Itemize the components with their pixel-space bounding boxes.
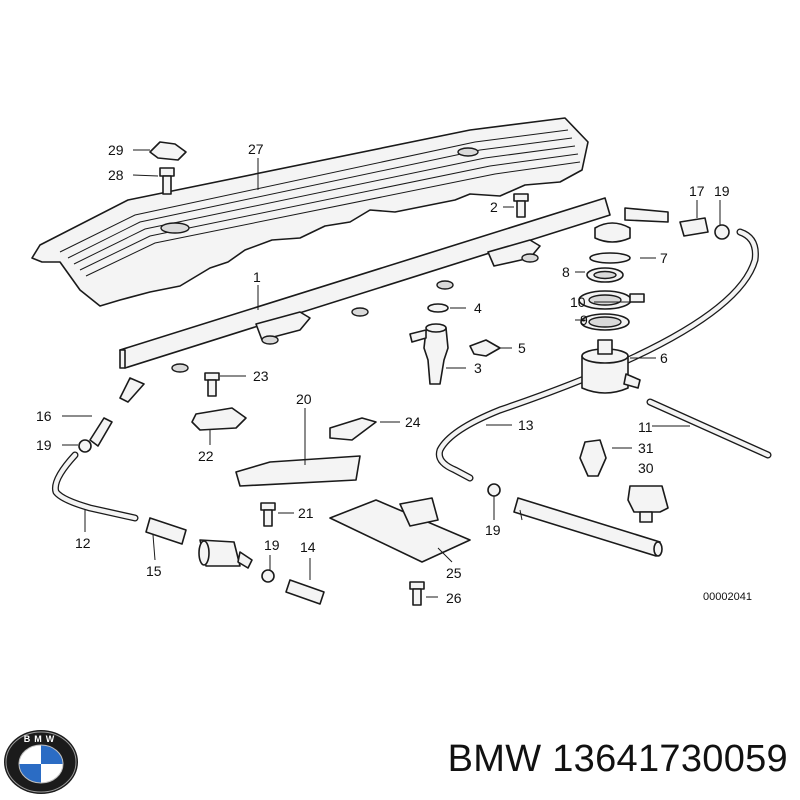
hose-15	[145, 517, 187, 545]
callout-labels: 29 28 27 1 2 17 19 7 8 10 9 6 4 5 3 23 2…	[36, 141, 752, 606]
callout-11: 11	[638, 419, 653, 435]
part-number-caption: BMW 13641730059	[447, 738, 788, 780]
cover-clip	[149, 141, 187, 161]
callout-6: 6	[660, 350, 668, 366]
cover-bolt	[159, 167, 175, 195]
short-hose-17	[679, 217, 709, 237]
callout-4: 4	[474, 300, 482, 316]
callout-19-left: 19	[36, 437, 52, 453]
bmw-logo: BMW	[4, 730, 78, 794]
callout-26: 26	[446, 590, 462, 606]
bracket-20	[235, 455, 361, 487]
diagram-reference-code: 00002041	[703, 591, 752, 603]
clamp-19-bottom	[261, 569, 275, 583]
callout-5: 5	[518, 340, 526, 356]
return-line-13	[435, 228, 759, 482]
pressure-regulator-6	[581, 339, 641, 394]
fuel-rail	[119, 197, 669, 403]
callout-12: 12	[75, 535, 91, 551]
seal-ring-9	[580, 313, 630, 331]
callout-28: 28	[108, 167, 124, 183]
rail-bolt	[513, 193, 529, 218]
callout-19-mid: 19	[485, 522, 501, 538]
clip-30	[627, 485, 669, 523]
callout-24: 24	[405, 414, 421, 430]
callout-8: 8	[562, 264, 570, 280]
callout-20: 20	[296, 391, 312, 407]
clamp-ring-10	[578, 290, 645, 310]
feed-line-12	[51, 451, 139, 522]
clip-5	[469, 339, 501, 357]
callout-30: 30	[638, 460, 654, 476]
callout-9: 9	[580, 312, 588, 328]
callout-1: 1	[253, 269, 261, 285]
o-ring-8	[586, 267, 624, 283]
o-ring-7	[589, 252, 631, 264]
callout-15: 15	[146, 563, 162, 579]
bolt-26	[409, 581, 425, 606]
fuel-filter	[198, 539, 253, 569]
clamp-19-left	[78, 439, 92, 453]
clamp-19-right	[714, 224, 730, 240]
callout-31: 31	[638, 440, 654, 456]
callout-3: 3	[474, 360, 482, 376]
callout-7: 7	[660, 250, 668, 266]
clip-24	[329, 417, 377, 441]
callout-14: 14	[300, 539, 316, 555]
callout-25: 25	[446, 565, 462, 581]
injector-seal-4	[427, 303, 449, 313]
hose-14	[285, 579, 325, 605]
callout-21: 21	[298, 505, 314, 521]
callout-19-bottom: 19	[264, 537, 280, 553]
callout-13: 13	[518, 417, 534, 433]
hose-18	[513, 497, 663, 557]
callout-17: 17	[689, 183, 705, 199]
callout-27: 27	[248, 141, 264, 157]
leader-lines	[62, 149, 721, 598]
bolt-21	[260, 502, 276, 527]
callout-22: 22	[198, 448, 214, 464]
plate-25	[329, 497, 471, 563]
clip-31	[579, 439, 607, 477]
injector-3	[409, 323, 449, 385]
callout-29: 29	[108, 142, 124, 158]
hose-16	[89, 417, 113, 447]
callout-19-right: 19	[714, 183, 730, 199]
callout-23: 23	[253, 368, 269, 384]
bracket-22	[191, 407, 247, 431]
callout-16: 16	[36, 408, 52, 424]
hose-11	[646, 398, 772, 459]
callout-2: 2	[490, 199, 498, 215]
bmw-logo-lettering: BMW	[24, 734, 59, 744]
clamp-19-mid	[487, 483, 501, 497]
bolt-23	[204, 372, 220, 397]
intake-cover	[31, 117, 589, 307]
callout-10: 10	[570, 294, 586, 310]
